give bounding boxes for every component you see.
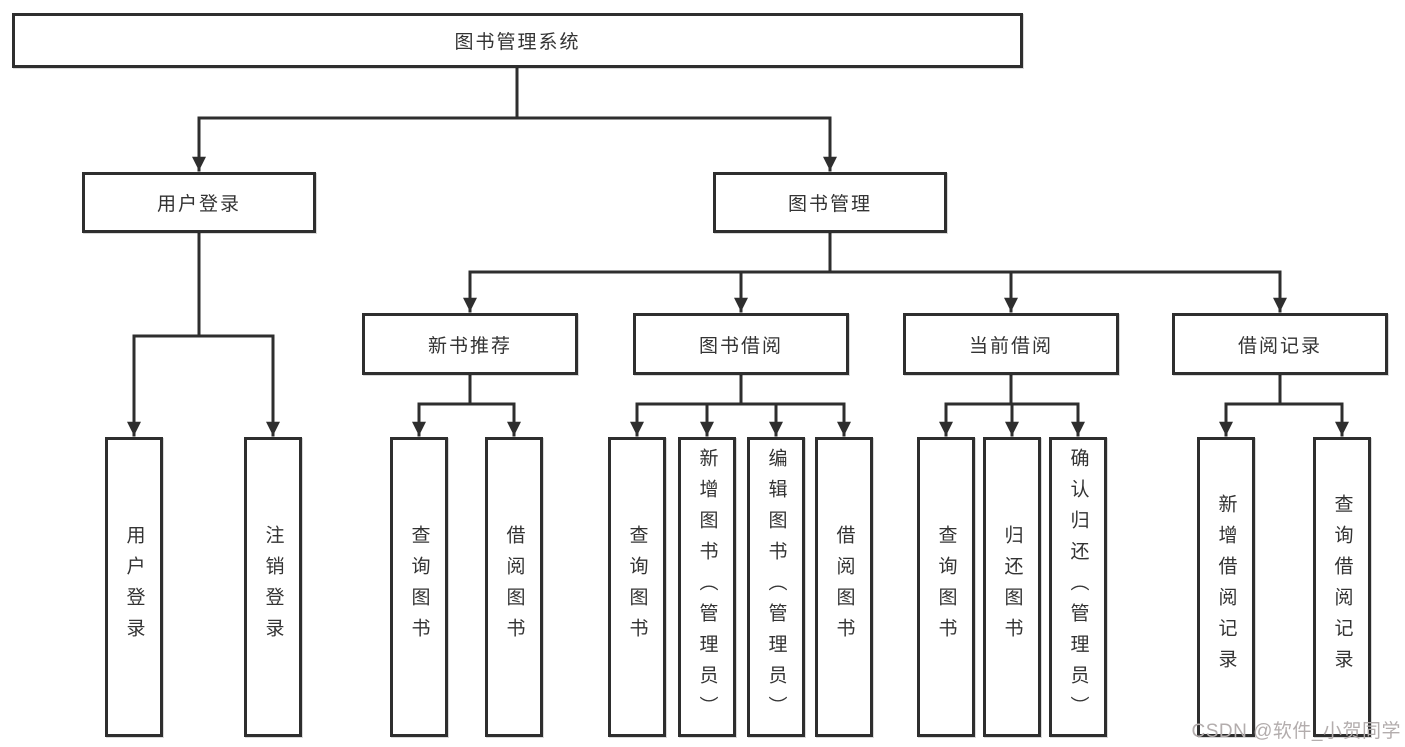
leaf-add-borrow-record: 新增借阅记录 (1197, 437, 1255, 737)
leaf-label: 借阅图书 (503, 525, 525, 649)
leaf-confirm-return-admin: 确认归还（管理员） (1049, 437, 1107, 737)
wire-user-login (132, 231, 275, 338)
leaf-label: 用户登录 (123, 525, 145, 649)
node-borrow-record: 借阅记录 (1172, 313, 1388, 375)
leaf-logout: 注销登录 (244, 437, 302, 737)
wire-borrow-record (1224, 373, 1344, 406)
leaf-borrow-book-1: 借阅图书 (485, 437, 543, 737)
wire-current-borrow (944, 373, 1080, 406)
leaf-label: 编辑图书（管理员） (765, 447, 787, 727)
wire-new-book (417, 373, 516, 406)
leaf-label: 查询图书 (408, 525, 430, 649)
leaf-query-book-3: 查询图书 (917, 437, 975, 737)
wire-book-borrow (635, 373, 846, 406)
leaf-query-book-2: 查询图书 (608, 437, 666, 737)
leaf-label: 查询图书 (935, 525, 957, 649)
connector-group (127, 66, 1349, 437)
leaf-user-login: 用户登录 (105, 437, 163, 737)
node-book-borrow: 图书借阅 (633, 313, 849, 375)
leaf-query-book-1: 查询图书 (390, 437, 448, 737)
leaf-return-book: 归还图书 (983, 437, 1041, 737)
leaf-label: 借阅图书 (833, 525, 855, 649)
leaf-add-book-admin: 新增图书（管理员） (678, 437, 736, 737)
node-current-borrow: 当前借阅 (903, 313, 1119, 375)
leaf-label: 查询借阅记录 (1331, 494, 1353, 680)
leaf-edit-book-admin: 编辑图书（管理员） (747, 437, 805, 737)
node-root-library-system: 图书管理系统 (12, 13, 1023, 68)
leaf-label: 查询图书 (626, 525, 648, 649)
node-book-management: 图书管理 (713, 172, 947, 233)
wire-book-mgmt (468, 231, 1282, 274)
leaf-label: 注销登录 (262, 525, 284, 649)
node-user-login: 用户登录 (82, 172, 316, 233)
leaf-query-borrow-record: 查询借阅记录 (1313, 437, 1371, 737)
wire-root (197, 66, 832, 120)
leaf-borrow-book-2: 借阅图书 (815, 437, 873, 737)
csdn-watermark: CSDN @软件_小贺同学 (1191, 721, 1401, 742)
leaf-label: 归还图书 (1001, 525, 1023, 649)
leaf-label: 确认归还（管理员） (1067, 447, 1089, 727)
leaf-label: 新增借阅记录 (1215, 494, 1237, 680)
node-new-book-recommend: 新书推荐 (362, 313, 578, 375)
leaf-label: 新增图书（管理员） (696, 447, 718, 727)
